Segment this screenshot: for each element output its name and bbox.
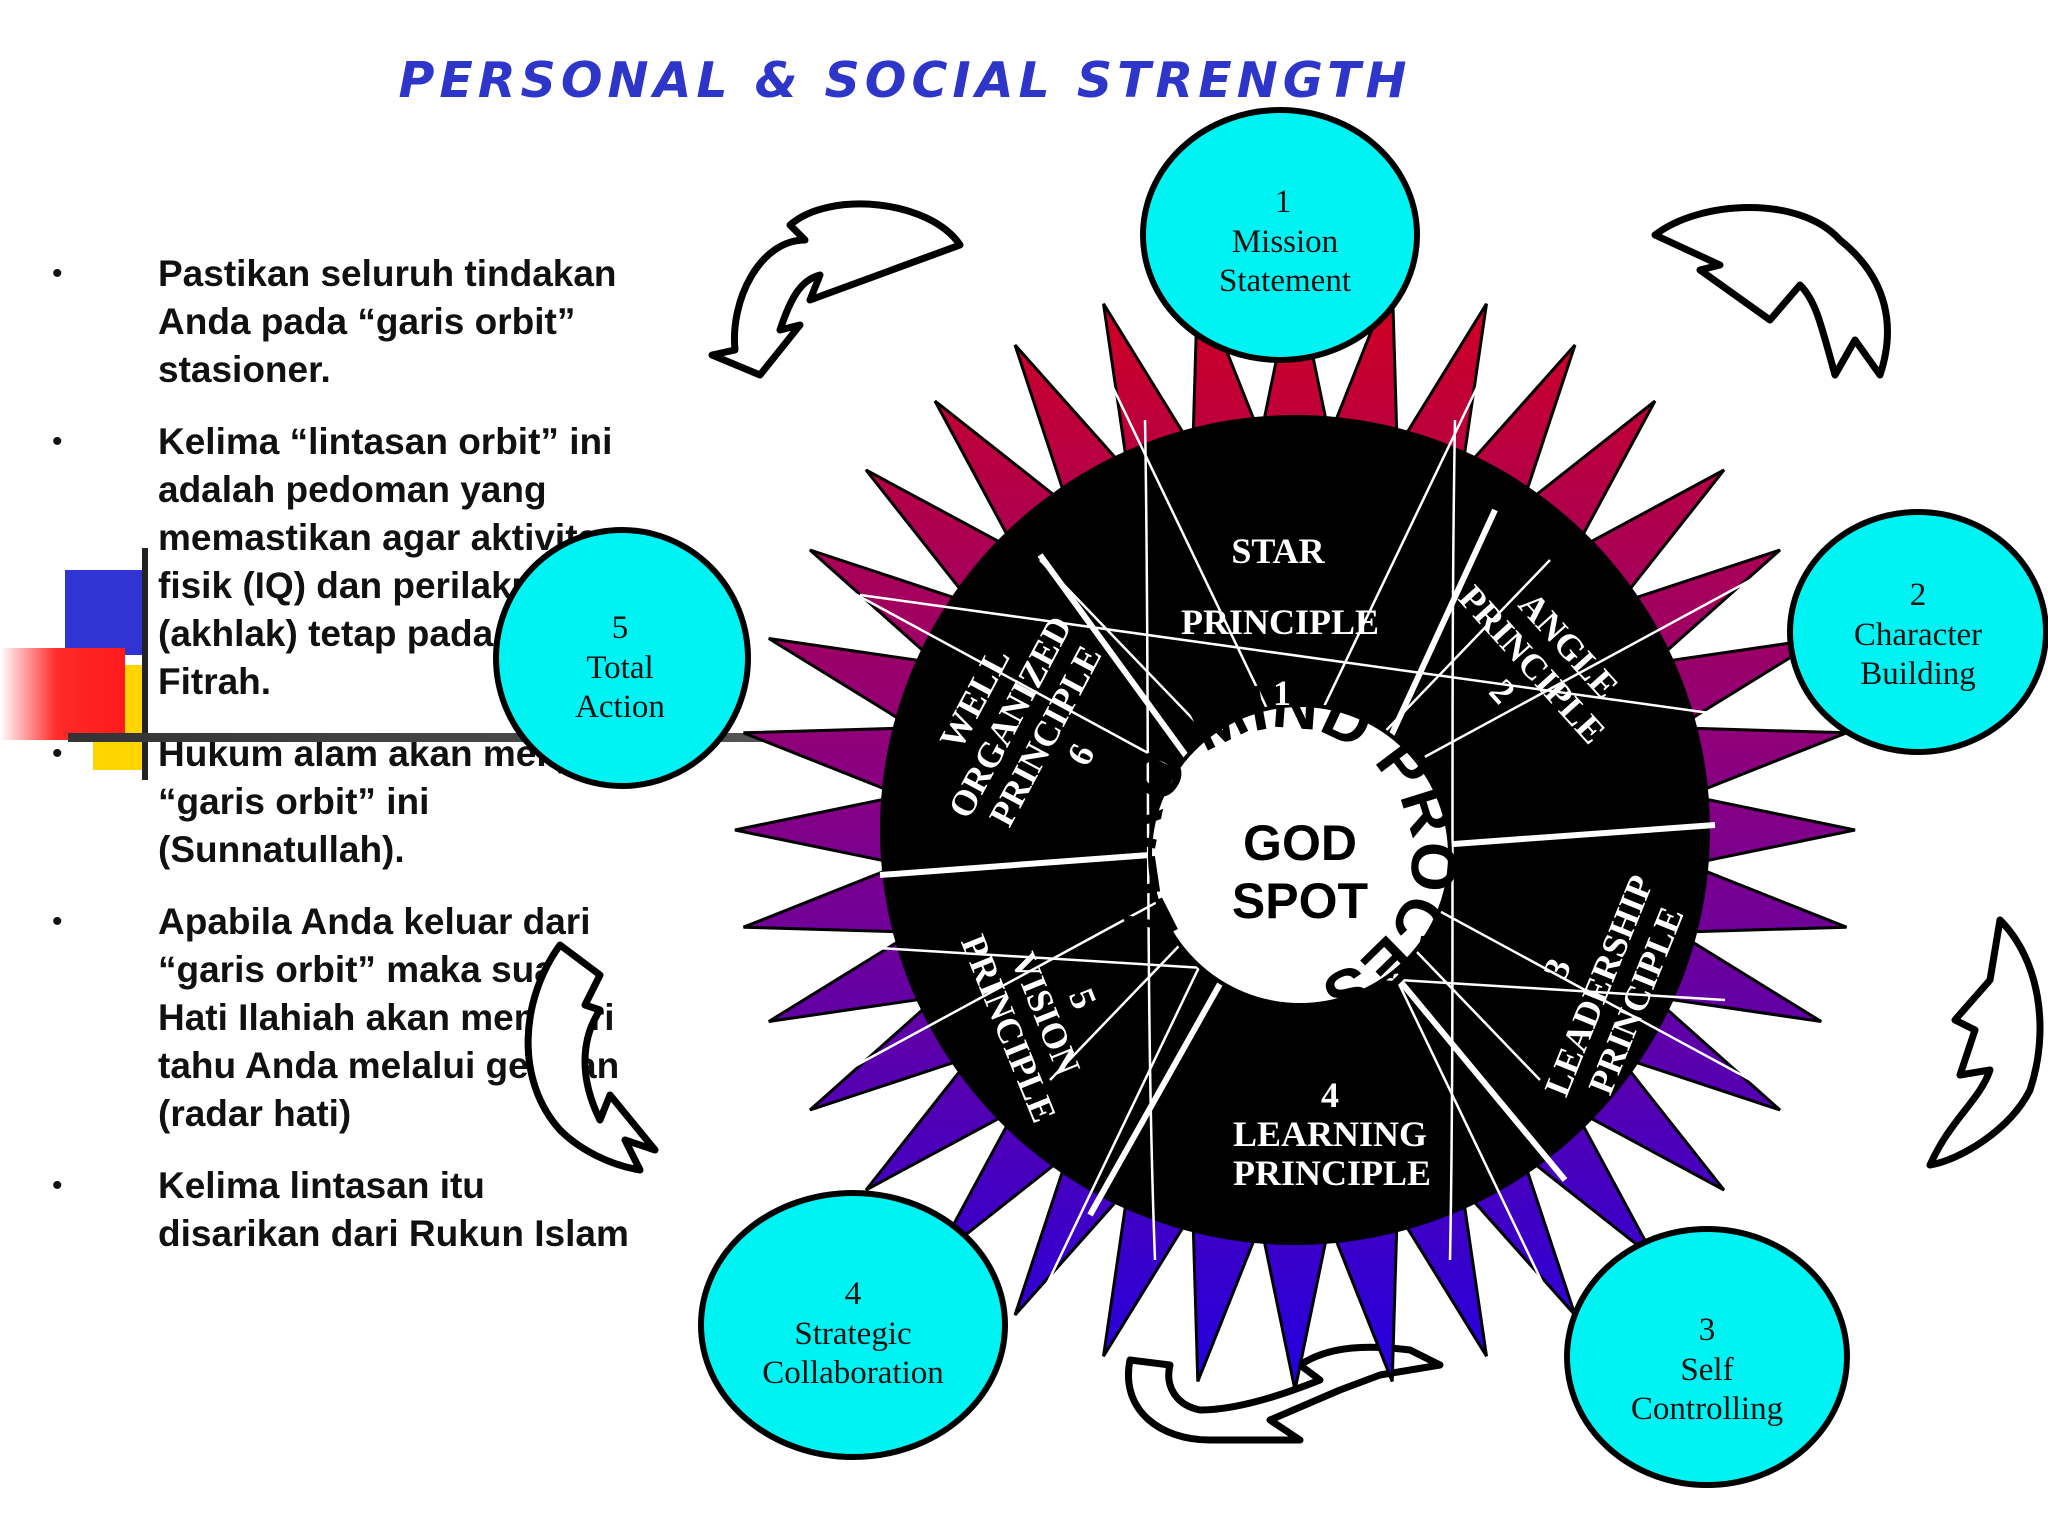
orbit-circle-number: 5 (612, 610, 629, 646)
orbit-arrow-right (1926, 916, 2044, 1169)
bullet-text: Pastikan seluruh tindakan Anda pada “gar… (158, 253, 617, 390)
orbit-circle-total-action: 5 Total Action (493, 527, 751, 789)
orbit-circle-line2: Collaboration (762, 1355, 943, 1391)
orbit-circle-number: 3 (1699, 1312, 1716, 1348)
bullet-item: • Kelima lintasan itu disarikan dari Ruku… (50, 1162, 650, 1258)
orbit-circle-line2: Statement (1219, 263, 1351, 299)
orbit-circle-line1: Mission (1232, 224, 1338, 260)
deco-red-square (0, 648, 125, 740)
orbit-arrow-top-right (1651, 204, 1891, 379)
orbit-circle-line2: Action (575, 689, 665, 725)
orbit-circle-line1: Self (1680, 1352, 1733, 1388)
orbit-circle-number: 4 (845, 1276, 862, 1312)
bullet-marker: • (52, 905, 63, 938)
deco-vertical-line (142, 548, 148, 780)
bullet-marker: • (52, 737, 63, 770)
orbit-circle-strategic-collaboration: 4 Strategic Collaboration (698, 1190, 1008, 1460)
orbit-circle-character-building: 2 Character Building (1787, 509, 2048, 755)
god-spot-line2: SPOT (1232, 873, 1368, 929)
principle-dividers (879, 508, 1716, 1217)
orbit-arrow-top-left (708, 200, 964, 379)
bullet-marker: • (52, 1169, 63, 1202)
star-principle-line1: STAR (1231, 531, 1325, 571)
bullet-item: • Kelima “lintasan orbit” ini adalah pedo… (50, 418, 650, 706)
orbit-circle-line1: Total (586, 650, 653, 686)
deco-blue-square (65, 570, 145, 655)
bullet-marker: • (52, 425, 63, 458)
page-title: PERSONAL & SOCIAL STRENGTH (398, 52, 1412, 109)
orbit-circle-self-controlling: 3 Self Controlling (1564, 1226, 1850, 1488)
bullet-text: Kelima “lintasan orbit” ini adalah pedom… (158, 421, 619, 702)
orbit-circle-line1: Strategic (794, 1316, 911, 1352)
orbit-circle-number: 2 (1910, 577, 1927, 613)
orbit-arrow-bottom (1125, 1343, 1444, 1444)
learning-principle-line2: PRINCIPLE (1233, 1153, 1431, 1193)
learning-principle-number: 4 (1321, 1075, 1339, 1115)
orbit-circle-number: 1 (1275, 184, 1292, 220)
orbit-arrow-left (524, 941, 659, 1174)
orbit-circle-line2: Controlling (1631, 1391, 1783, 1427)
bullet-marker: • (52, 257, 63, 290)
bullet-text: Kelima lintasan itu disarikan dari Rukun… (158, 1165, 629, 1254)
zero-mind-circle (1148, 703, 1452, 1007)
bullet-item: • Pastikan seluruh tindakan Anda pada “ga… (50, 250, 650, 394)
learning-principle-line1: LEARNING (1233, 1114, 1427, 1154)
star-principle-number: 1 (1273, 673, 1291, 713)
orbit-circle-line2: Building (1860, 656, 1976, 692)
bullet-list: • Pastikan seluruh tindakan Anda pada “ga… (50, 250, 650, 1282)
orbit-circle-line1: Character (1854, 617, 1982, 653)
orbit-circle-mission-statement: 1 Mission Statement (1140, 107, 1420, 363)
star-principle-line2: PRINCIPLE (1181, 602, 1379, 642)
god-spot-line1: GOD (1243, 815, 1357, 871)
